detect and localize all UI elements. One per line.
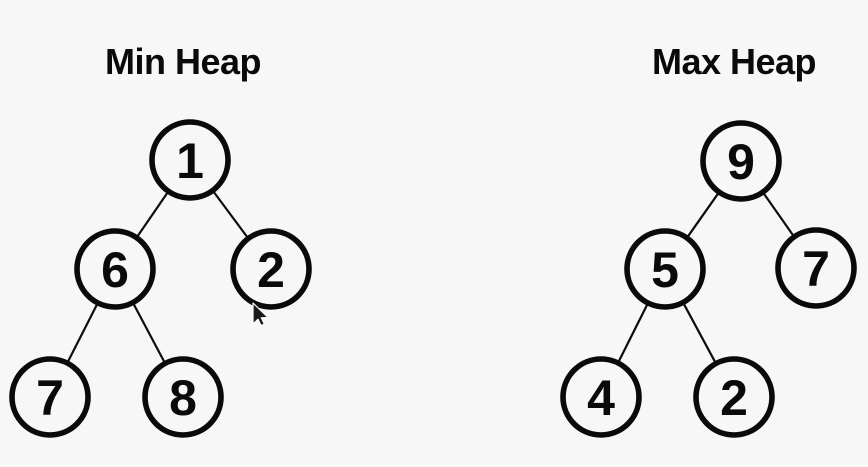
tree-edge [210,187,251,242]
tree-edge [130,299,168,367]
tree-node-label: 8 [169,370,197,426]
tree-edge [684,189,722,241]
min-heap-title: Min Heap [104,41,262,82]
tree-node[interactable]: 6 [74,228,156,310]
tree-edge [615,300,651,366]
tree-edge [760,189,797,240]
max-heap-title: Max Heap [651,41,817,82]
tree-node[interactable]: 2 [230,228,312,310]
tree-node-label: 5 [651,242,679,298]
tree-node-circle[interactable] [149,119,231,201]
tree-node-label: 9 [727,134,755,190]
tree-node[interactable]: 2 [693,356,775,438]
tree-node-circle[interactable] [560,356,642,438]
tree-node[interactable]: 7 [775,227,857,309]
tree-node[interactable]: 8 [142,356,224,438]
max-heap-group: 95 7 4 2 [560,120,857,438]
tree-edge [65,300,100,366]
tree-node-label: 2 [257,242,285,298]
tree-node-circle[interactable] [74,228,156,310]
tree-node-label: 2 [720,370,748,426]
tree-node-circle[interactable] [9,356,91,438]
tree-node-label: 7 [36,370,64,426]
tree-node-circle[interactable] [775,227,857,309]
tree-node[interactable]: 5 [624,228,706,310]
tree-edge [134,188,171,241]
tree-node[interactable]: 4 [560,356,642,438]
tree-node-label: 1 [176,133,204,189]
min-heap-group: 16 2 7 8 [9,119,312,438]
tree-node[interactable]: 9 [700,120,782,202]
tree-node-circle[interactable] [693,356,775,438]
tree-node-circle[interactable] [142,356,224,438]
tree-node-label: 7 [802,241,830,297]
tree-node-label: 6 [101,242,129,298]
tree-node[interactable]: 1 [149,119,231,201]
tree-node-circle[interactable] [700,120,782,202]
tree-edge [680,299,719,367]
tree-node-circle[interactable] [230,228,312,310]
tree-node-circle[interactable] [624,228,706,310]
tree-node[interactable]: 7 [9,356,91,438]
tree-node-label: 4 [587,370,615,426]
